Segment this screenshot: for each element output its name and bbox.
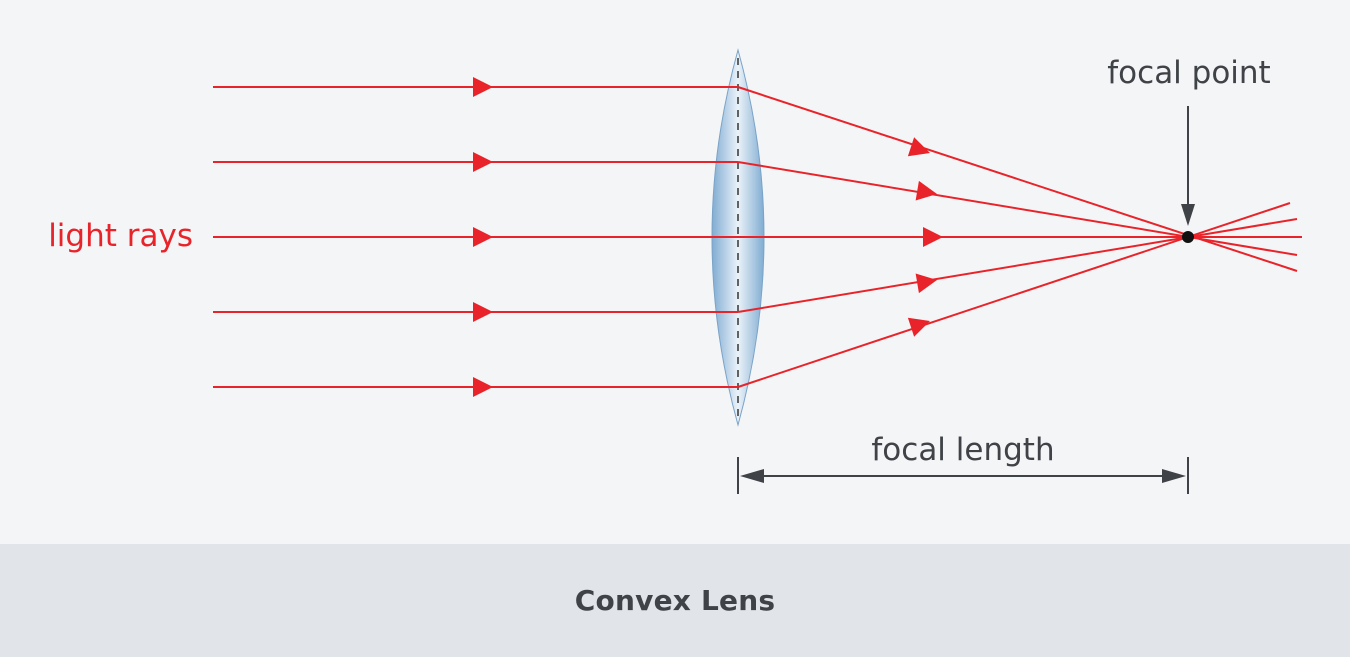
focal-point-pointer-arrowhead bbox=[1181, 204, 1195, 226]
refracted-arrowhead-2 bbox=[915, 180, 937, 201]
refracted-arrowhead-1 bbox=[907, 137, 930, 157]
diagram-area: light rays focal point focal length bbox=[48, 48, 1302, 494]
light-rays-label: light rays bbox=[48, 218, 193, 254]
focal-point-label: focal point bbox=[1107, 55, 1270, 91]
refracted-rays bbox=[737, 86, 1302, 388]
caption-bar: Convex Lens bbox=[0, 544, 1350, 657]
focal-point-dot bbox=[1182, 231, 1194, 243]
incoming-arrowhead-3 bbox=[473, 227, 493, 247]
refracted-arrowheads bbox=[907, 137, 943, 337]
refracted-ray-5 bbox=[737, 202, 1291, 388]
incoming-arrowhead-1 bbox=[473, 77, 493, 97]
refracted-arrowhead-3 bbox=[923, 227, 943, 247]
refracted-ray-2 bbox=[737, 161, 1298, 256]
focal-length-label: focal length bbox=[871, 432, 1054, 468]
refracted-arrowhead-5 bbox=[907, 317, 930, 337]
focal-length-arrowhead-right bbox=[1162, 469, 1186, 483]
incoming-arrowhead-4 bbox=[473, 302, 493, 322]
caption-title: Convex Lens bbox=[574, 584, 776, 617]
incoming-arrowhead-5 bbox=[473, 377, 493, 397]
refracted-arrowhead-4 bbox=[915, 273, 937, 294]
refracted-ray-4 bbox=[737, 218, 1298, 313]
incoming-arrowhead-2 bbox=[473, 152, 493, 172]
convex-lens-diagram: light rays focal point focal length bbox=[48, 48, 1302, 494]
focal-length-arrowhead-left bbox=[740, 469, 764, 483]
refracted-ray-1 bbox=[737, 86, 1298, 272]
incoming-arrowheads bbox=[473, 77, 493, 397]
focal-length-dimension bbox=[737, 457, 1189, 494]
